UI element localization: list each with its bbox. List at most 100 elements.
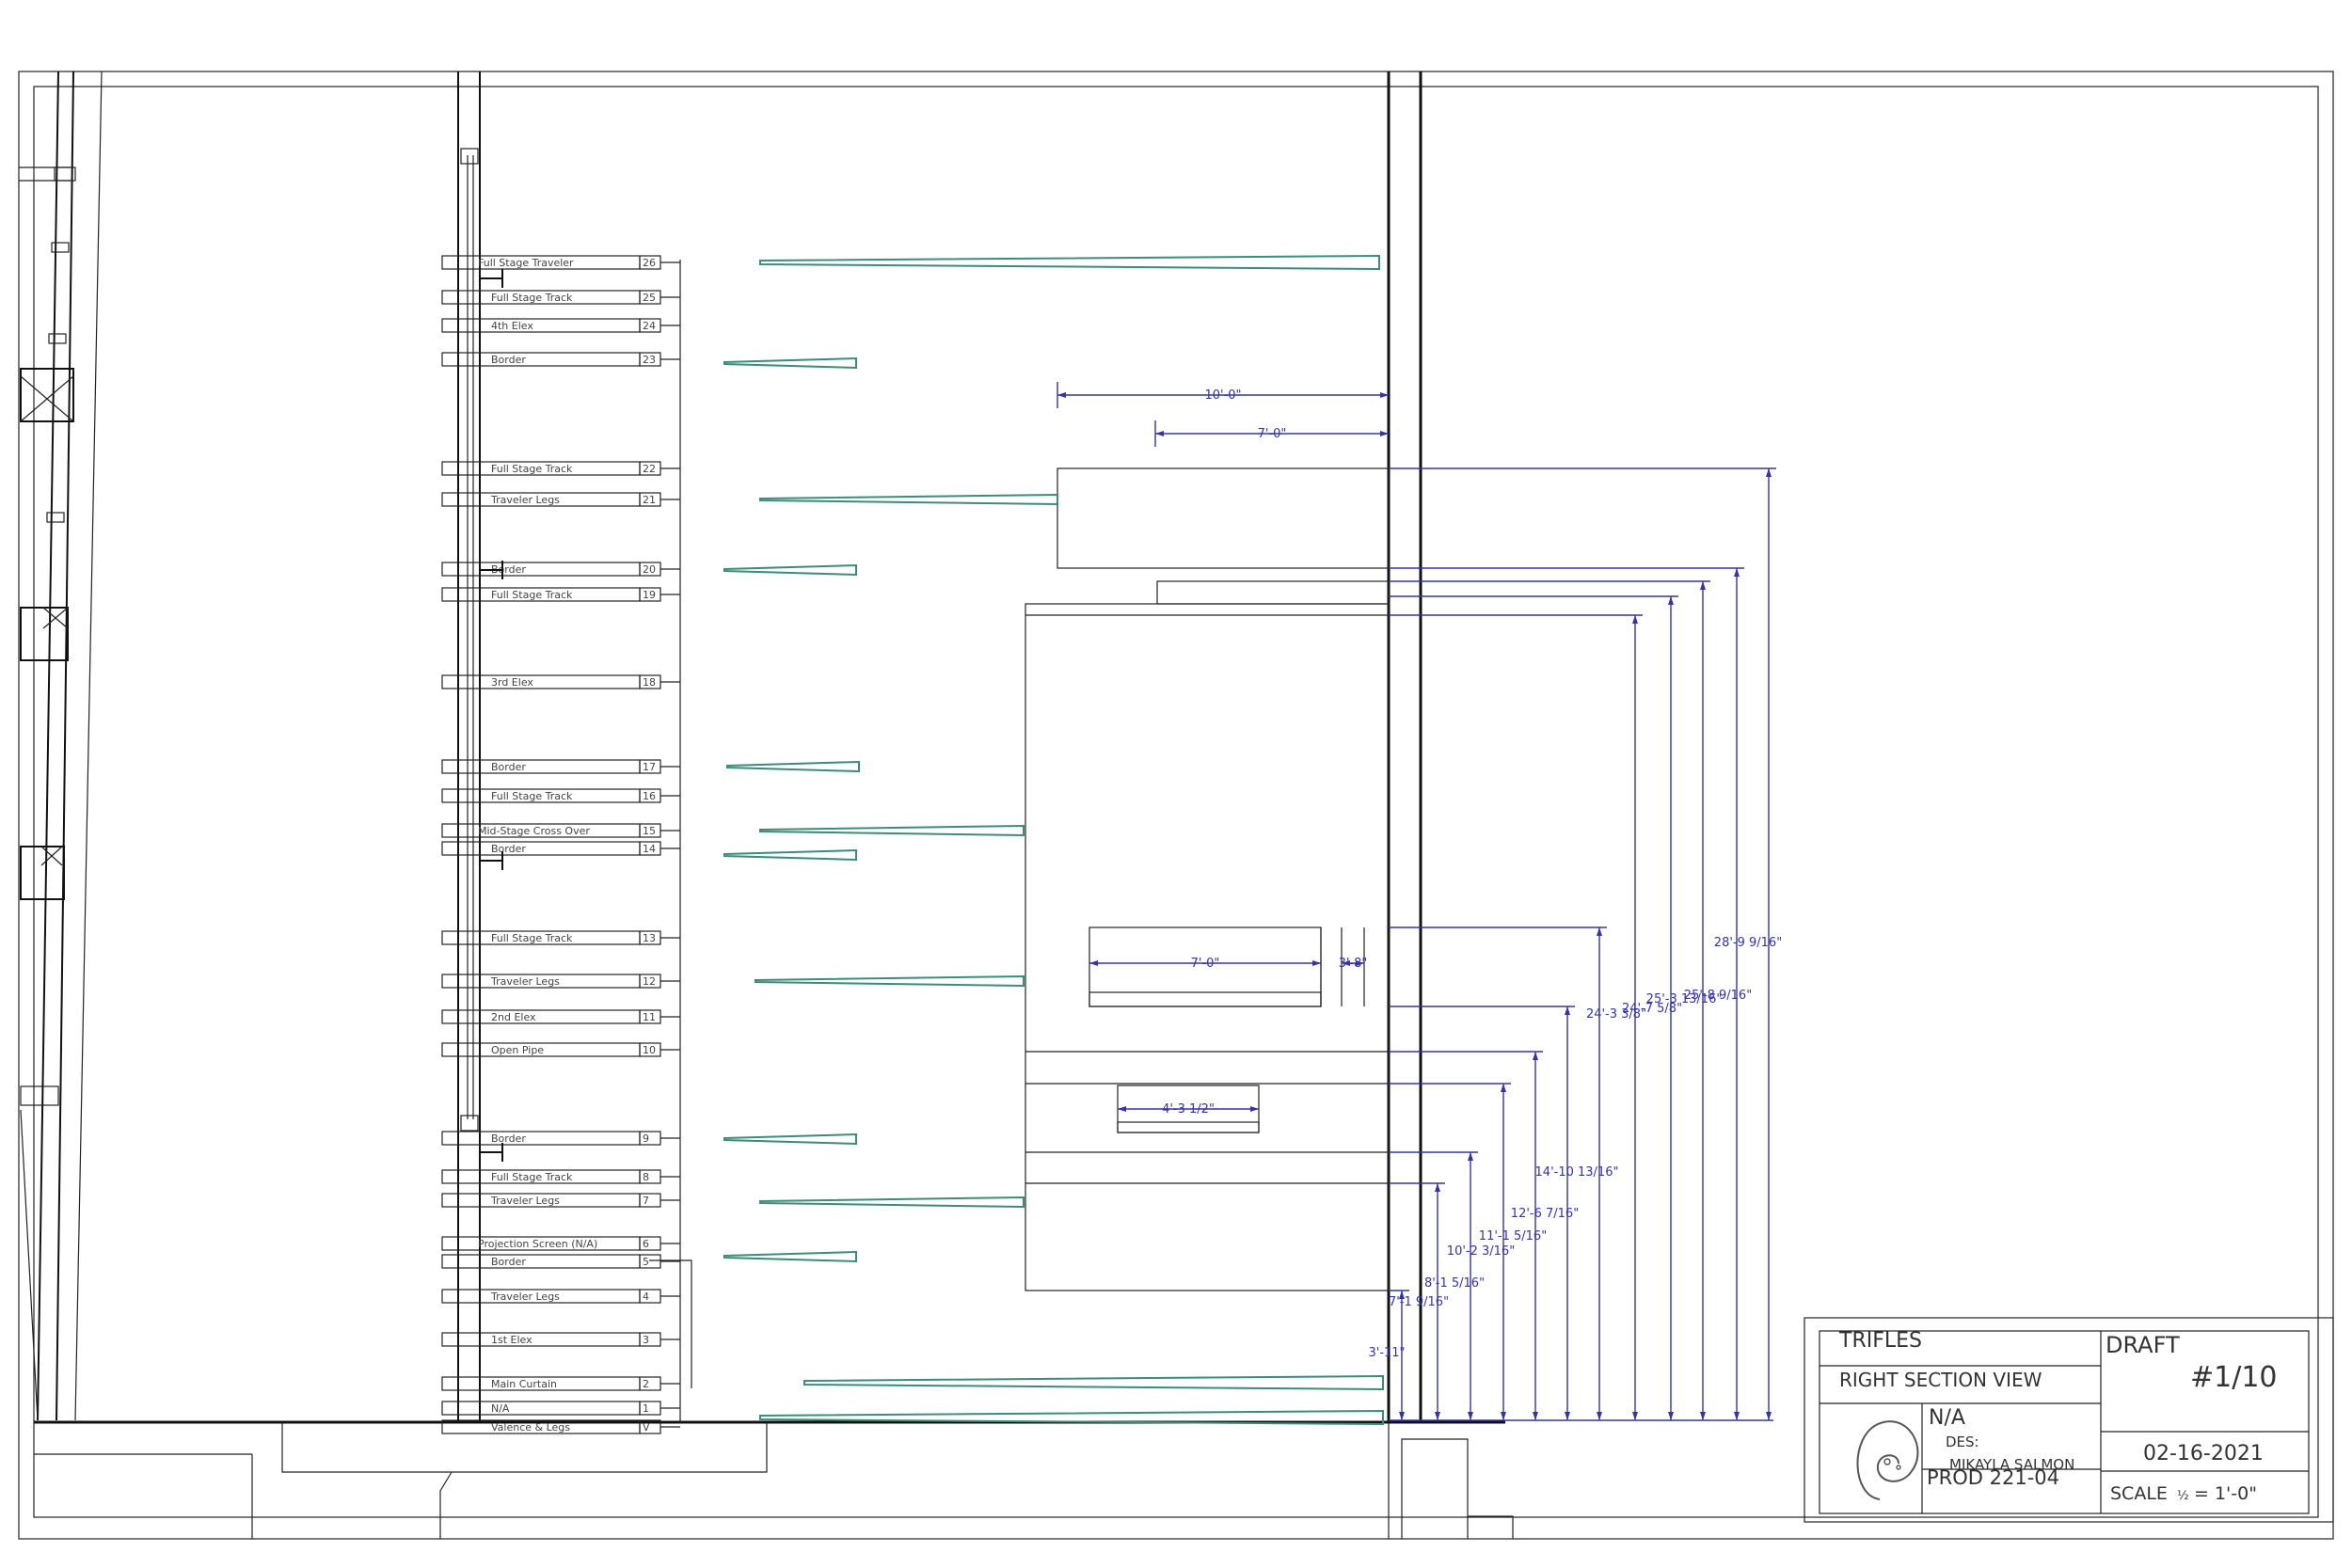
lineset-row: Full Stage Track 13	[441, 930, 680, 945]
dimension-horizontal: 3'-8"	[1339, 957, 1368, 971]
upper-header	[1057, 467, 1390, 569]
lineset-number: 7	[643, 1195, 649, 1207]
dimension-horizontal: 10'-0"	[1057, 382, 1389, 408]
lineset-number: 17	[643, 761, 656, 773]
lineset-number: 10	[643, 1044, 656, 1056]
lineset-label: Mid-Stage Cross Over	[478, 825, 590, 837]
lineset-label: Border	[491, 354, 526, 366]
batten	[723, 356, 857, 370]
dimension-vertical: 14'-10 13/16"	[1389, 927, 1618, 1420]
tb-scale-prefix: SCALE	[2110, 1483, 2168, 1504]
lineset-label: Traveler Legs	[490, 1195, 560, 1207]
batten	[755, 974, 1025, 988]
proscenium-wall	[1387, 71, 1422, 1422]
lineset-number: 8	[643, 1171, 649, 1183]
tb-designer-label: DES:	[1946, 1433, 1979, 1450]
spiral-logo-icon	[1856, 1420, 1919, 1500]
lineset-label: Border	[491, 843, 526, 855]
lineset-label: Projection Screen (N/A)	[478, 1238, 597, 1250]
pipe-bracket	[480, 269, 503, 288]
lineset-row: Valence & Legs V	[441, 1419, 680, 1434]
batten	[723, 1250, 857, 1263]
tb-scale-half: ½	[2177, 1489, 2189, 1503]
lineset-row: Traveler Legs 12	[441, 974, 680, 989]
lineset-label: Full Stage Track	[491, 932, 573, 944]
dimension-label: 8'-1 5/16"	[1424, 1276, 1485, 1291]
lineset-number: 13	[643, 932, 656, 944]
lineset-number: 3	[643, 1334, 649, 1346]
tb-venue: N/A	[1929, 1406, 1965, 1430]
pipe-bracket	[480, 561, 503, 579]
lineset-number: 24	[643, 320, 656, 332]
lineset-row: Full Stage Track 16	[441, 788, 680, 803]
dimension-label: 7'-1 9/16"	[1389, 1295, 1449, 1309]
lineset-number: 15	[643, 825, 656, 837]
dimension-vertical: 25'-8 9/16"	[1389, 567, 1752, 1420]
lineset-number: 12	[643, 975, 656, 988]
lineset-label: Full Stage Track	[491, 790, 573, 802]
set-pieces	[1025, 467, 1390, 1291]
dimension-vertical: 25'-3 13/16"	[1389, 580, 1723, 1420]
lineset-number: 9	[643, 1132, 649, 1145]
lineset-label: Traveler Legs	[490, 1291, 560, 1303]
lineset-number: 2	[643, 1378, 649, 1390]
dimension-vertical: 24'-7 5/8"	[1389, 595, 1682, 1420]
tb-scale-value: = 1'-0"	[2194, 1483, 2257, 1504]
lineset-label: 3rd Elex	[491, 676, 533, 689]
dimension-vertical: 11'-1 5/16"	[1389, 1051, 1547, 1420]
batten	[723, 848, 857, 862]
lineset-number: 5	[643, 1256, 649, 1268]
dimension-label: 28'-9 9/16"	[1714, 936, 1782, 950]
dimension-vertical: 3'-11"	[1368, 1290, 1409, 1420]
dimension-label: 25'-3 13/16"	[1646, 992, 1723, 1006]
tb-status: DRAFT	[2106, 1332, 2180, 1358]
tb-view: RIGHT SECTION VIEW	[1839, 1369, 2042, 1391]
dimension-label: 14'-10 13/16"	[1535, 1165, 1619, 1180]
tb-sheet: #1/10	[2190, 1361, 2278, 1394]
dimension-label: 12'-6 7/16"	[1511, 1207, 1579, 1221]
dimension-label: 25'-8 9/16"	[1684, 989, 1752, 1003]
lineset-row: 3rd Elex 18	[441, 674, 680, 689]
batten	[759, 824, 1025, 837]
lineset-number: 6	[643, 1238, 649, 1250]
lineset-number: V	[643, 1421, 650, 1433]
lineset-number: 18	[643, 676, 656, 689]
dimension-label: 7'-0"	[1258, 427, 1287, 441]
dimension-horizontal: 4'-3 1/2"	[1118, 1102, 1259, 1117]
lineset-label: Traveler Legs	[490, 975, 560, 988]
lineset-label: Valence & Legs	[491, 1421, 570, 1433]
dimension-vertical: 8'-1 5/16"	[1389, 1151, 1485, 1420]
lower-header	[1156, 580, 1390, 605]
lineset-number: 19	[643, 589, 656, 601]
dimension-horizontal: 7'-0"	[1154, 420, 1389, 447]
dimension-label: 7'-0"	[1191, 957, 1220, 971]
lineset-number: 16	[643, 790, 656, 802]
lineset-label: N/A	[491, 1402, 510, 1415]
dimension-vertical: 7'-1 9/16"	[1389, 1182, 1449, 1420]
dimension-label: 4'-3 1/2"	[1162, 1102, 1215, 1117]
lineset-row: Border 23	[441, 352, 680, 367]
dimension-vertical: 28'-9 9/16"	[1389, 467, 1782, 1420]
batten	[759, 1409, 1384, 1426]
sheet-inner-border	[33, 86, 2319, 1518]
dimension-vertical: 12'-6 7/16"	[1389, 1006, 1579, 1420]
dimension-label: 3'-8"	[1339, 957, 1368, 971]
lineset-number: 23	[643, 354, 656, 366]
dimension-label: 3'-11"	[1368, 1346, 1405, 1360]
dimension-label: 24'-3 3/8"	[1586, 1007, 1646, 1022]
lineset-label: Border	[491, 1132, 526, 1145]
